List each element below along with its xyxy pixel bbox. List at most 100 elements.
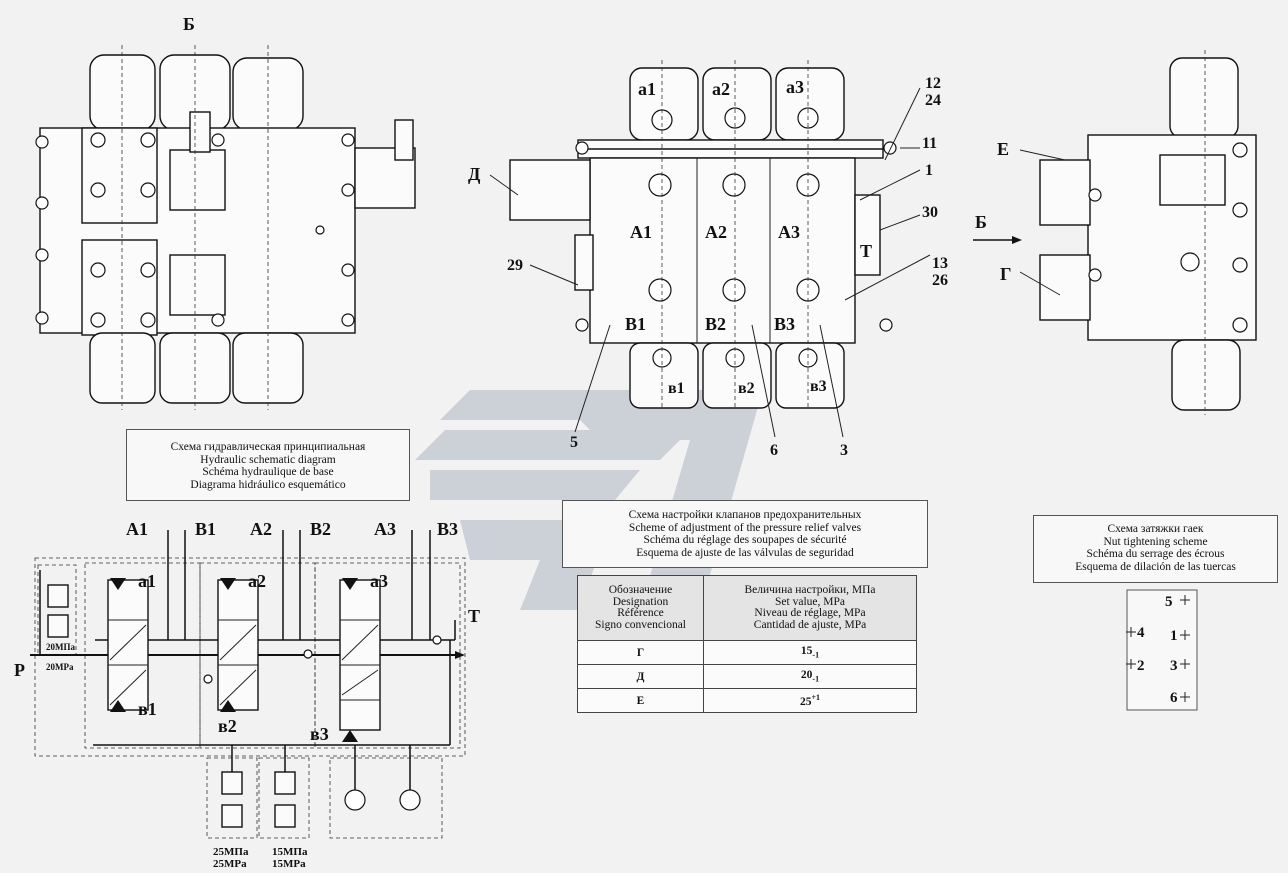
callout-6: 6 (770, 442, 778, 459)
callout-5: 5 (570, 434, 578, 451)
nut-tightening-title: Схема затяжки гаек Nut tightening scheme… (1033, 515, 1278, 583)
header-designation: Обозначение Designation Référence Signo … (577, 575, 704, 641)
relief-title-ru: Схема настройки клапанов предохранительн… (628, 509, 862, 521)
callout-26: 26 (932, 272, 948, 289)
schem-port-A3: A3 (374, 519, 396, 539)
callout-g: Г (1000, 264, 1011, 284)
row-value: 15-1 (703, 640, 917, 665)
schem-pilot-v2: в2 (218, 716, 237, 736)
view-arrow-label: Б (975, 212, 987, 232)
header-designation-en: Designation (612, 595, 669, 608)
callout-13: 13 (932, 255, 948, 272)
header-value-es: Cantidad de ajuste, MPa (753, 618, 867, 631)
schem-pilot-v1: в1 (138, 699, 157, 719)
callout-29: 29 (507, 257, 523, 274)
value-number: 20 (800, 669, 813, 682)
relief-1-ru: 25МПа (213, 846, 249, 858)
hydraulic-schematic: A1 B1 A2 B2 A3 B3 a1 a2 a3 в1 в2 в3 P T … (14, 519, 480, 870)
section-label-a1: A1 (630, 222, 652, 242)
header-designation-ru: Обозначение (608, 584, 673, 596)
relief-2-en: 15MPa (272, 858, 306, 870)
section-label-a3: A3 (778, 222, 800, 242)
section-label-b2: B2 (705, 314, 726, 334)
port-label-a1: a1 (638, 79, 656, 99)
relief-2-ru: 15МПа (272, 846, 308, 858)
schem-port-A1: A1 (126, 519, 148, 539)
callout-e: Е (997, 139, 1009, 159)
port-label-a2: a2 (712, 79, 730, 99)
port-label-v3: в3 (810, 378, 827, 395)
relief-title-en: Scheme of adjustment of the pressure rel… (628, 521, 862, 534)
hydraulic-diagram-title: Схема гидравлическая принципиальная Hydr… (126, 429, 410, 501)
schem-tank-label: T (468, 606, 480, 626)
callout-3: 3 (840, 442, 848, 459)
port-label-v2: в2 (738, 380, 755, 397)
callout-24: 24 (925, 92, 941, 109)
relief-settings-table: Обозначение Designation Référence Signo … (577, 575, 917, 713)
header-designation-es: Signo convencional (594, 618, 687, 631)
port-label-a3: a3 (786, 77, 804, 97)
left-view-b: Б (35, 14, 416, 410)
value-tolerance: -1 (812, 674, 820, 684)
schem-port-B3: B3 (437, 519, 458, 539)
callout-11: 11 (922, 135, 937, 152)
nut-title-ru: Схема затяжки гаек (1107, 523, 1204, 535)
row-designation: Г (577, 640, 704, 665)
callout-30: 30 (922, 204, 938, 221)
hydraulic-title-es: Diagrama hidráulico esquemático (190, 478, 346, 491)
port-label-v1: в1 (668, 380, 685, 397)
row-designation: Д (577, 664, 704, 689)
table-row: Д 20-1 (577, 664, 917, 689)
header-value-en: Set value, MPa (775, 595, 845, 608)
right-view: Е Г Б (973, 50, 1257, 415)
nut-2: 2 (1137, 658, 1145, 674)
nut-title-en: Nut tightening scheme (1103, 535, 1208, 548)
schem-pilot-v3: в3 (310, 724, 329, 744)
header-value-fr: Niveau de réglage, MPa (754, 607, 866, 619)
callout-12: 12 (925, 75, 941, 92)
table-header-row: Обозначение Designation Référence Signo … (577, 575, 917, 641)
schem-pilot-a1: a1 (138, 571, 156, 591)
hydraulic-title-fr: Schéma hydraulique de base (202, 466, 334, 478)
row-value: 20-1 (703, 664, 917, 689)
table-row: Е 25+1 (577, 688, 917, 713)
nut-5: 5 (1165, 594, 1173, 610)
schem-port-B1: B1 (195, 519, 216, 539)
relief-main-ru: 20МПа (46, 642, 75, 652)
schem-pilot-a3: a3 (370, 571, 388, 591)
relief-1-en: 25MPa (213, 858, 247, 870)
row-designation: Е (577, 688, 704, 713)
tank-label-view: T (860, 241, 872, 261)
header-designation-fr: Référence (617, 607, 664, 619)
schem-port-A2: A2 (250, 519, 272, 539)
value-number: 15 (800, 645, 813, 658)
hydraulic-title-en: Hydraulic schematic diagram (200, 453, 336, 466)
nut-title-fr: Schéma du serrage des écrous (1086, 548, 1225, 560)
nut-3: 3 (1170, 658, 1178, 674)
header-value: Величина настройки, МПа Set value, MPa N… (703, 575, 917, 641)
hydraulic-title-ru: Схема гидравлическая принципиальная (170, 441, 366, 453)
relief-title-fr: Schéma du réglage des soupapes de sécuri… (643, 534, 847, 546)
table-row: Г 15-1 (577, 640, 917, 665)
section-label-b1: B1 (625, 314, 646, 334)
value-tolerance: -1 (812, 650, 820, 660)
relief-main-en: 20MPa (46, 662, 74, 672)
header-value-ru: Величина настройки, МПа (744, 584, 876, 596)
nut-title-es: Esquema de dilación de las tuercas (1075, 560, 1236, 573)
relief-title-es: Esquema de ajuste de las válvulas de seg… (636, 546, 854, 559)
nut-1: 1 (1170, 628, 1178, 644)
relief-valve-title: Схема настройки клапанов предохранительн… (562, 500, 928, 568)
section-label-b3: B3 (774, 314, 795, 334)
schem-pilot-a2: a2 (248, 571, 266, 591)
nut-scheme: 5 4 1 2 3 6 (1126, 589, 1198, 711)
nut-4: 4 (1137, 625, 1145, 641)
view-b-label: Б (183, 14, 195, 34)
callout-d: Д (468, 164, 481, 184)
schem-port-B2: B2 (310, 519, 331, 539)
value-tolerance: +1 (811, 693, 821, 703)
section-label-a2: A2 (705, 222, 727, 242)
schem-pressure-label: P (14, 660, 25, 680)
value-number: 25 (799, 695, 812, 708)
center-view: a1 a2 a3 A1 A2 A3 B1 B2 B3 в1 в2 в3 T 12… (468, 60, 948, 459)
